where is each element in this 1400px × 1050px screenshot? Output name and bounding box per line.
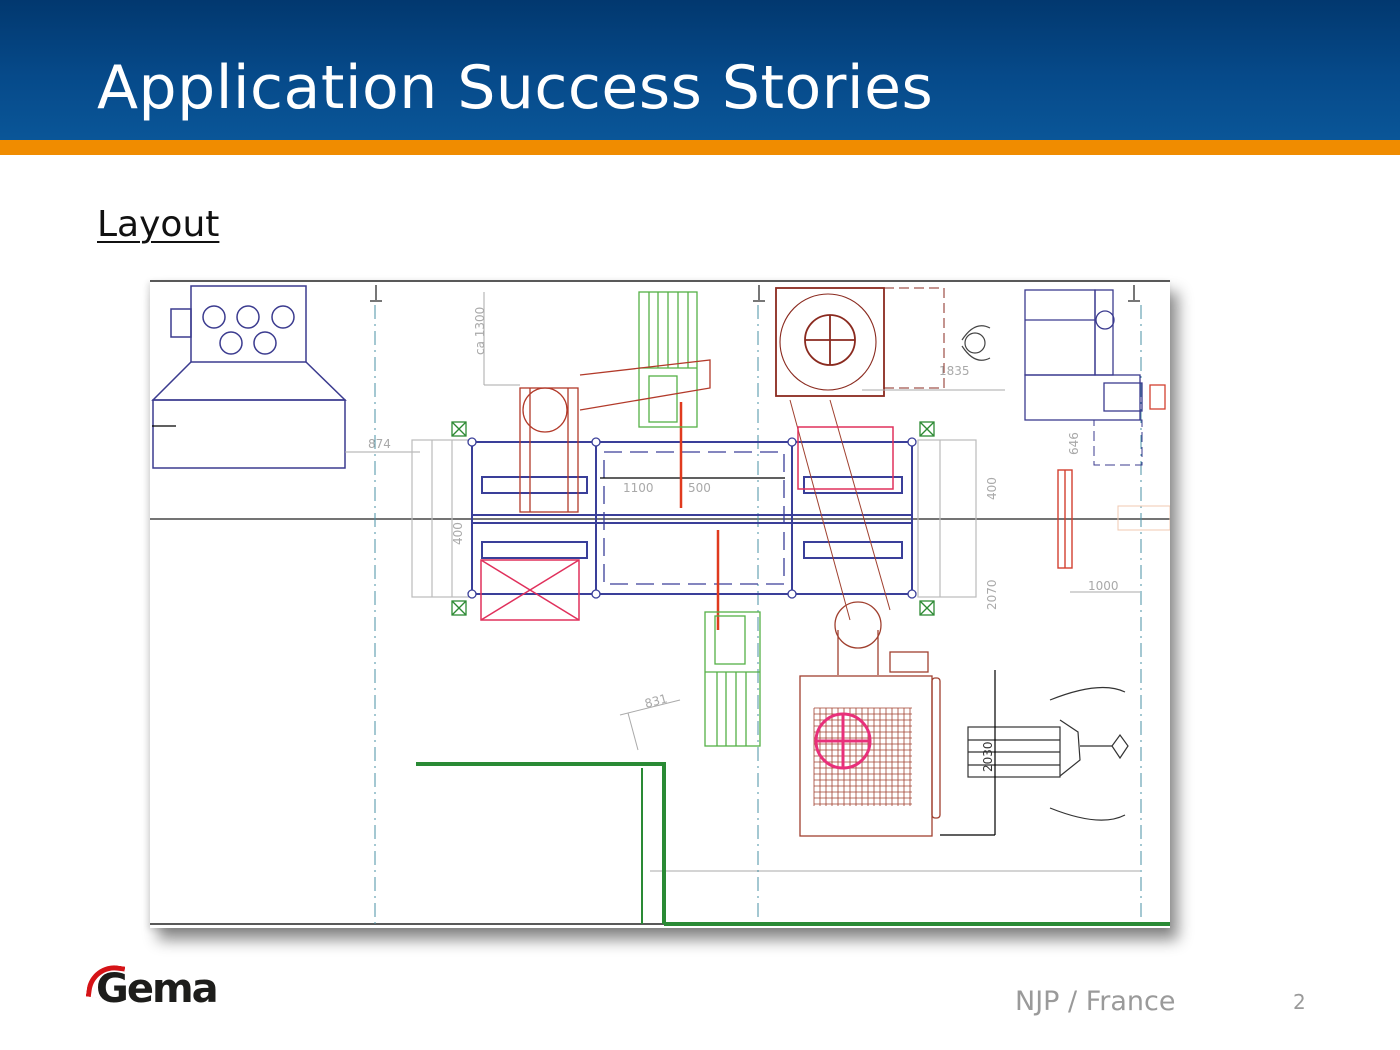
booth-inner-dashed	[603, 451, 785, 585]
dim-831-label: 831	[643, 691, 669, 710]
cad-plan-svg: 874	[150, 280, 1170, 926]
powder-duct-left	[519, 359, 711, 513]
dim-1835-label: 1835	[939, 364, 970, 378]
cyclone-unit	[775, 287, 885, 397]
outfeed-marker	[1117, 505, 1170, 531]
pillar-markers	[451, 421, 935, 616]
parts-rack	[1057, 469, 1073, 569]
control-cabinet	[1024, 289, 1143, 421]
footer-customer-location: NJP / France	[1015, 986, 1176, 1017]
booth-corner-posts	[467, 437, 917, 599]
duct-to-after-filter	[789, 399, 891, 621]
dim-831-leader	[627, 712, 639, 751]
gun-mover-top	[638, 291, 698, 428]
dim-400-left-label: 400	[451, 522, 465, 545]
column-markers	[370, 285, 1140, 302]
dim-1000-label: 1000	[1088, 579, 1119, 593]
gema-logo: Gema	[85, 961, 228, 1016]
pallet-truck	[967, 686, 1129, 821]
building-wall	[416, 762, 1170, 926]
layout-drawing: 874	[150, 280, 1170, 928]
dim-2030-label: 2030	[981, 741, 995, 772]
dim-500-label: 500	[688, 481, 711, 495]
accent-bar	[0, 140, 1400, 155]
slide-header: Application Success Stories	[0, 0, 1400, 140]
cabinet-door-area	[1093, 419, 1143, 466]
slide-title: Application Success Stories	[97, 53, 934, 123]
dim-831-line	[619, 699, 681, 716]
fan-symbol	[814, 712, 872, 770]
dim-1300-label: ca 1300	[473, 307, 487, 355]
section-heading: Layout	[97, 204, 220, 245]
electrical-hazard-sign	[1149, 384, 1166, 410]
dim-1100-label: 1100	[623, 481, 654, 495]
booth-body	[471, 441, 913, 595]
cyclone-filter-unit	[151, 285, 347, 469]
cyclone-service-area	[883, 287, 945, 389]
booth-recovery-pink-left	[480, 559, 580, 621]
dim-874-label: 874	[368, 437, 391, 451]
dim-2070-label: 2070	[985, 579, 999, 610]
dim-400-right-label: 400	[985, 477, 999, 500]
dim-646-label: 646	[1067, 432, 1081, 455]
after-filter-unit	[799, 601, 941, 837]
operator-figure	[961, 325, 991, 361]
gun-mover-bottom	[704, 611, 761, 747]
booth-recovery-pink-right	[797, 426, 894, 490]
page-number: 2	[1293, 990, 1306, 1014]
logo-wordmark: Gema	[96, 966, 219, 1012]
